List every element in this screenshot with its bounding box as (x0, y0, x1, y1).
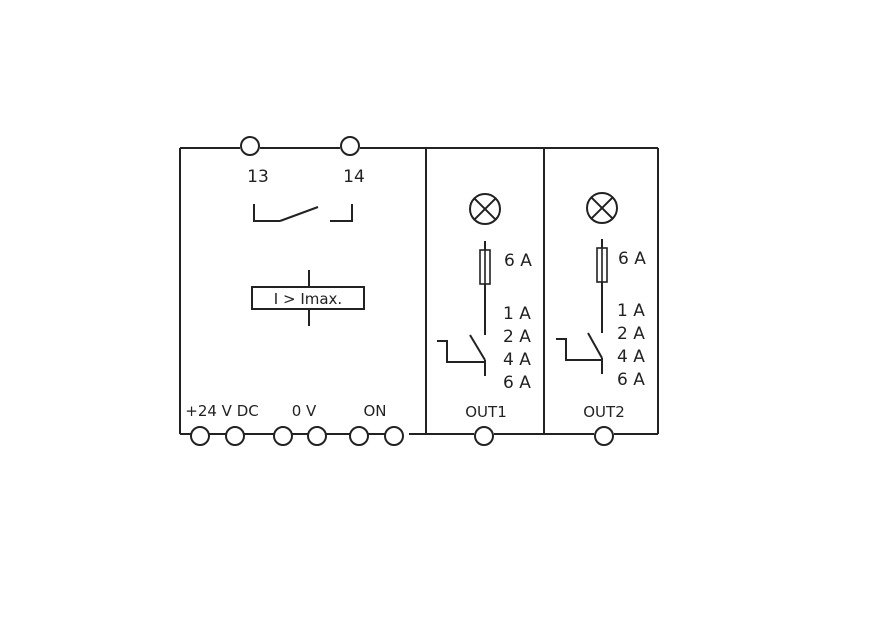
current-setting-6a: 6 A (617, 370, 645, 390)
current-setting-2a: 2 A (617, 324, 645, 344)
terminal-on-b[interactable] (384, 426, 404, 446)
terminal-out1[interactable] (474, 426, 494, 446)
lamp-icon (586, 192, 618, 224)
channel-out1: 6 A 1 A 2 A 4 A 6 A OUT1 (437, 193, 532, 446)
terminal-13-label: 13 (247, 167, 269, 187)
no-contact-symbol (253, 204, 353, 222)
channel-switch-icon (556, 332, 603, 374)
current-setting-1a: 1 A (503, 304, 531, 324)
terminal-0v-b[interactable] (307, 426, 327, 446)
terminal-on-a[interactable] (349, 426, 369, 446)
current-setting-4a: 4 A (503, 350, 531, 370)
module-enclosure (179, 147, 659, 435)
terminal-13-screw[interactable] (240, 136, 260, 156)
current-setting-4a: 4 A (617, 347, 645, 367)
terminal-out2[interactable] (594, 426, 614, 446)
fuse-icon (596, 239, 608, 333)
channel-switch-icon (437, 334, 486, 376)
terminal-14-label: 14 (343, 167, 365, 187)
current-setting-6a: 6 A (503, 373, 531, 393)
fuse-rating: 6 A (618, 249, 646, 269)
channel-out2: 6 A 1 A 2 A 4 A 6 A OUT2 (556, 192, 646, 446)
supply-label-24vdc: +24 V DC (185, 402, 258, 420)
contact-terminals: 13 14 (240, 136, 365, 187)
channel-label: OUT2 (583, 403, 625, 421)
trip-label: I > Imax. (274, 290, 342, 308)
channel-label: OUT1 (465, 403, 507, 421)
current-setting-2a: 2 A (503, 327, 531, 347)
supply-terminals (190, 426, 404, 446)
lamp-icon (469, 193, 501, 225)
terminal-0v-a[interactable] (273, 426, 293, 446)
supply-label-on: ON (363, 402, 386, 420)
current-setting-1a: 1 A (617, 301, 645, 321)
fuse-rating: 6 A (504, 251, 532, 271)
overcurrent-trip-element: I > Imax. (251, 270, 365, 326)
terminal-24vdc-a[interactable] (190, 426, 210, 446)
fuse-icon (479, 241, 491, 335)
terminal-24vdc-b[interactable] (225, 426, 245, 446)
supply-label-0v: 0 V (292, 402, 317, 420)
terminal-14-screw[interactable] (340, 136, 360, 156)
